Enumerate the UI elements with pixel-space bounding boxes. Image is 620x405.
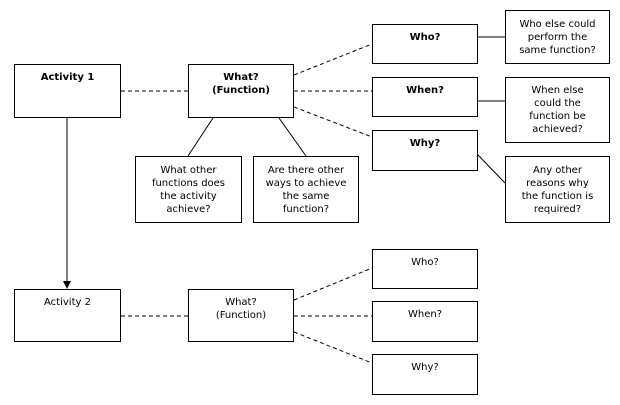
- dashed-line-what-who: [293, 43, 373, 76]
- who-else-label: Who else could perform the same function…: [519, 18, 596, 56]
- other-ways-box: Are there other ways to achieve the same…: [253, 156, 359, 223]
- other-reasons-box: Any other reasons why the function is re…: [505, 156, 610, 223]
- other-functions-box: What other functions does the activity a…: [135, 156, 242, 223]
- who-box-1: Who?: [372, 24, 478, 64]
- why-box-1: Why?: [372, 130, 478, 171]
- who-label-2: Who?: [411, 257, 439, 268]
- when-box-2: When?: [372, 301, 478, 342]
- other-reasons-label: Any other reasons why the function is re…: [521, 164, 594, 215]
- why-label-1: Why?: [409, 138, 441, 149]
- when-else-label: When else could the function be achieved…: [529, 85, 586, 135]
- what-function-label-1: What? (Function): [212, 72, 270, 96]
- activity-1-box: Activity 1: [14, 64, 121, 118]
- other-functions-label: What other functions does the activity a…: [151, 164, 226, 215]
- when-else-box: When else could the function be achieved…: [505, 77, 610, 143]
- what-function-box-1: What? (Function): [188, 64, 294, 118]
- line-why-otherreasons: [477, 154, 506, 184]
- line-what-otherfunctions: [187, 117, 214, 157]
- what-function-box-2: What? (Function): [188, 289, 294, 342]
- line-what-otherways: [278, 117, 307, 157]
- who-label-1: Who?: [409, 32, 441, 43]
- what-function-label-2: What? (Function): [215, 297, 267, 321]
- who-box-2: Who?: [372, 249, 478, 289]
- activity-2-box: Activity 2: [14, 289, 121, 342]
- dashed-line-what2-why2: [293, 331, 373, 364]
- activity-2-label: Activity 2: [44, 297, 91, 308]
- when-label-2: When?: [407, 309, 443, 320]
- when-label-1: When?: [406, 85, 444, 96]
- why-box-2: Why?: [372, 354, 478, 395]
- who-else-box: Who else could perform the same function…: [505, 10, 610, 64]
- when-box-1: When?: [372, 77, 478, 117]
- other-ways-label: Are there other ways to achieve the same…: [265, 164, 347, 215]
- dashed-line-what-why: [293, 106, 373, 138]
- dashed-line-what2-who2: [293, 267, 373, 301]
- why-label-2: Why?: [411, 362, 439, 373]
- activity-1-label: Activity 1: [40, 72, 95, 83]
